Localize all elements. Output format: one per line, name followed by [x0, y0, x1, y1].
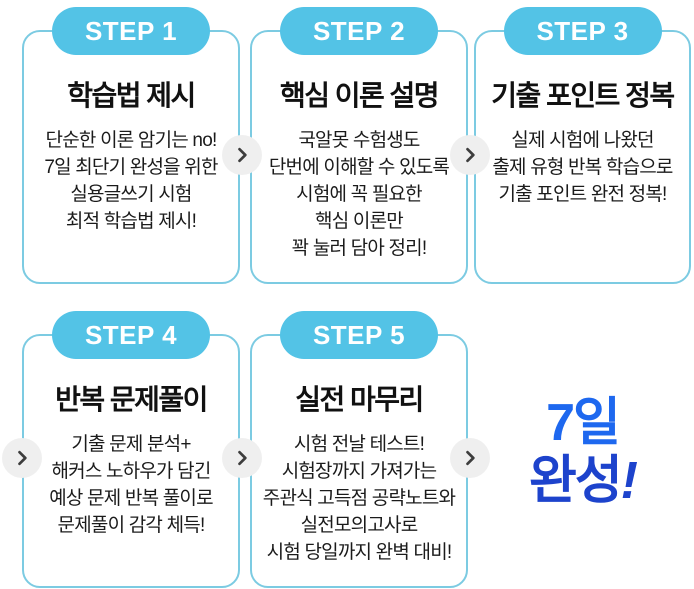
step-description: 국알못 수험생도 단번에 이해할 수 있도록 시험에 꼭 필요한 핵심 이론만 …	[268, 130, 450, 259]
step-card-3: STEP 3 기출 포인트 정복 실제 시험에 나왔던 출제 유형 반복 학습으…	[474, 7, 691, 284]
step-badge-5: STEP 5	[280, 311, 438, 359]
step-flow-arrow-3	[2, 438, 42, 478]
step-description: 단순한 이론 암기는 no! 7일 최단기 완성을 위한 실용글쓰기 시험 최적…	[44, 130, 218, 232]
chevron-right-icon	[460, 145, 480, 165]
step-title: 핵심 이론 설명	[279, 80, 440, 111]
step-card-4: STEP 4 반복 문제풀이 기출 문제 분석+ 해커스 노하우가 담긴 예상 …	[22, 311, 240, 588]
exclamation-mark: !	[620, 452, 638, 510]
step-badge-2: STEP 2	[280, 7, 438, 55]
step-card-2: STEP 2 핵심 이론 설명 국알못 수험생도 단번에 이해할 수 있도록 시…	[250, 7, 468, 284]
chevron-right-icon	[460, 448, 480, 468]
step-badge-label: STEP 1	[84, 15, 178, 46]
step-description: 실제 시험에 나왔던 출제 유형 반복 학습으로 기출 포인트 완전 정복!	[492, 130, 673, 205]
completion-text: 7일 완성!	[474, 394, 691, 510]
step-card-5: STEP 5 실전 마무리 시험 전날 테스트! 시험장까지 가져가는 주관식 …	[250, 311, 468, 588]
chevron-right-icon	[232, 145, 252, 165]
chevron-right-icon	[232, 448, 252, 468]
step-title: 학습법 제시	[67, 80, 196, 111]
step-badge-label: STEP 4	[84, 319, 178, 350]
step-title: 기출 포인트 정복	[491, 80, 675, 111]
step-flow-arrow-4	[222, 438, 262, 478]
step-badge-label: STEP 5	[312, 319, 406, 350]
step-badge-3: STEP 3	[503, 7, 662, 55]
chevron-right-icon	[12, 448, 32, 468]
step-flow-arrow-5	[450, 438, 490, 478]
step-badge-4: STEP 4	[52, 311, 210, 359]
step-flow-arrow-2	[450, 135, 490, 175]
step-flow-arrow-1	[222, 135, 262, 175]
step-badge-label: STEP 2	[312, 15, 406, 46]
completion-word: 완성	[528, 452, 623, 510]
step-card-1: STEP 1 학습법 제시 단순한 이론 암기는 no! 7일 최단기 완성을 …	[22, 7, 240, 284]
step-badge-label: STEP 3	[536, 15, 629, 46]
completion-line-done: 완성!	[474, 452, 691, 510]
step-title: 반복 문제풀이	[55, 384, 208, 415]
step-description: 시험 전날 테스트! 시험장까지 가져가는 주관식 고득점 공략노트와 실전모의…	[262, 434, 456, 563]
step-title: 실전 마무리	[295, 384, 424, 415]
step-badge-1: STEP 1	[52, 7, 210, 55]
step-description: 기출 문제 분석+ 해커스 노하우가 담긴 예상 문제 반복 풀이로 문제풀이 …	[49, 434, 213, 536]
completion-line-days: 7일	[546, 394, 621, 452]
